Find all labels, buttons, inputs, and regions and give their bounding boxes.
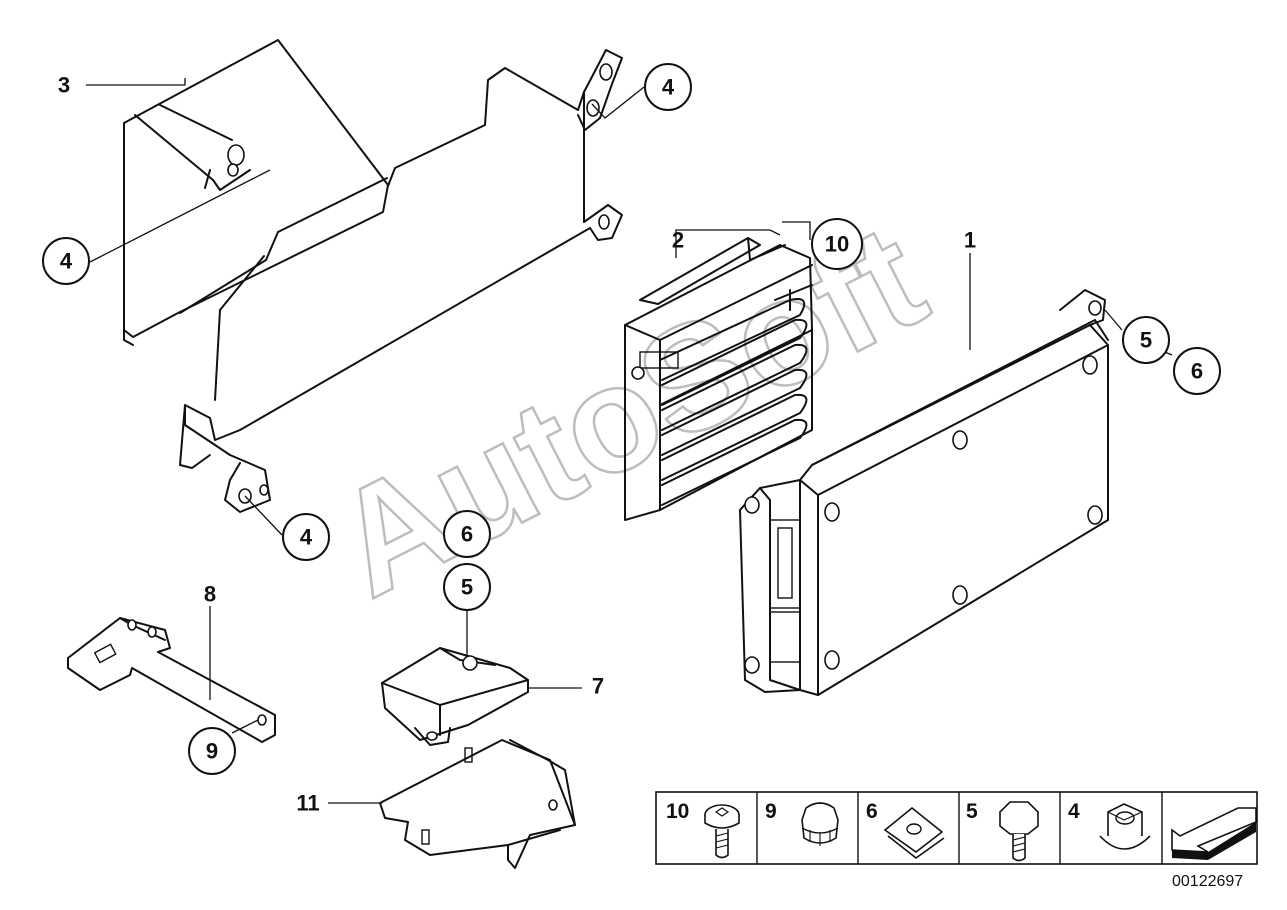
module-part-7 [381,647,529,746]
callout-5-mid: 5 [443,563,491,611]
cap-nut-icon [801,802,839,846]
callout-9: 9 [188,727,236,775]
label-part-7: 7 [592,674,604,699]
svg-text:9: 9 [765,800,777,823]
legend-cell-5: 5 [966,800,1040,862]
spring-clip-nut-icon [883,806,945,859]
control-unit-part-1 [739,289,1109,696]
svg-text:4: 4 [662,75,675,100]
callout-5-right: 5 [1122,316,1170,364]
callout-4-bottom: 4 [282,513,330,561]
svg-text:5: 5 [461,575,473,600]
label-part-8: 8 [204,582,216,607]
hex-bolt-icon [998,801,1040,862]
label-part-11: 11 [296,791,319,816]
svg-text:6: 6 [1191,359,1203,384]
fastener-legend: 10 9 6 [655,791,1258,865]
legend-cell-10: 10 [666,800,740,859]
svg-text:5: 5 [1140,328,1152,353]
callout-10: 10 [811,218,863,270]
callout-6-mid: 6 [443,510,491,558]
legend-cell-4: 4 [1068,800,1151,850]
svg-text:6: 6 [866,800,878,823]
callout-6-right: 6 [1173,347,1221,395]
svg-text:4: 4 [60,249,73,274]
document-number: 00122697 [1172,873,1243,890]
direction-arrow-icon [1171,807,1257,860]
bracket-part-8 [67,617,276,743]
svg-text:4: 4 [1068,800,1080,823]
svg-text:9: 9 [206,739,218,764]
svg-text:10: 10 [825,232,849,257]
svg-text:10: 10 [666,800,689,823]
cover-plate-part-11 [379,739,576,869]
svg-text:4: 4 [300,525,313,550]
hex-nut-icon [1099,803,1151,850]
amplifier-part-2 [624,237,813,521]
label-part-2: 2 [672,228,684,253]
svg-text:6: 6 [461,522,473,547]
legend-cell-arrow [1171,807,1257,860]
label-part-3: 3 [58,73,70,98]
bracket-part-3 [123,39,623,513]
callout-4-left: 4 [42,237,90,285]
legend-cell-9: 9 [765,800,839,846]
legend-cell-6: 6 [866,800,945,859]
torx-screw-icon [704,804,740,859]
svg-text:5: 5 [966,800,978,823]
callout-4-top-right: 4 [644,63,692,111]
label-part-1: 1 [964,228,976,253]
